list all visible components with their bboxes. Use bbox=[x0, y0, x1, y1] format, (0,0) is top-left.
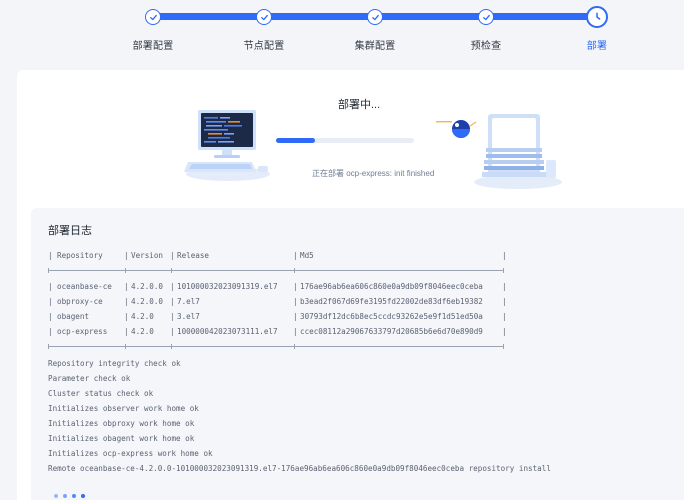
step-label: 集群配置 bbox=[354, 41, 396, 52]
step-label: 部署 bbox=[586, 41, 608, 52]
log-table-header-cell: Repository bbox=[57, 251, 103, 260]
log-line: Repository integrity check ok bbox=[48, 359, 181, 368]
check-icon bbox=[145, 9, 161, 25]
deploy-progress-fill bbox=[276, 138, 315, 143]
step-cluster-config[interactable]: 集群配置 bbox=[330, 0, 420, 52]
log-line: Initializes observer work home ok bbox=[48, 404, 199, 413]
check-icon bbox=[478, 9, 494, 25]
deploy-stepper: 部署配置 节点配置 集群配置 预检查 部署 bbox=[0, 0, 684, 62]
deploy-progress-bar bbox=[276, 138, 414, 143]
log-line: Remote oceanbase-ce-4.2.0.0-101000032023… bbox=[48, 464, 551, 473]
log-line: Initializes ocp-express work home ok bbox=[48, 449, 213, 458]
step-label: 节点配置 bbox=[243, 41, 285, 52]
loading-dots-icon bbox=[54, 485, 90, 500]
log-line: Initializes obagent work home ok bbox=[48, 434, 195, 443]
log-table-header-cell: Release bbox=[177, 251, 210, 260]
log-line: Cluster status check ok bbox=[48, 389, 154, 398]
log-table-rule bbox=[48, 344, 504, 349]
check-icon bbox=[367, 9, 383, 25]
deploy-status-title: 部署中... bbox=[338, 99, 381, 111]
computer-illustration bbox=[184, 110, 270, 181]
step-label: 部署配置 bbox=[132, 41, 174, 52]
step-label: 预检查 bbox=[470, 41, 502, 52]
deploy-log-title: 部署日志 bbox=[48, 225, 92, 237]
server-illustration bbox=[436, 114, 562, 189]
step-precheck[interactable]: 预检查 bbox=[441, 0, 531, 52]
log-line: Parameter check ok bbox=[48, 374, 131, 383]
check-icon bbox=[256, 9, 272, 25]
step-deploy[interactable]: 部署 bbox=[552, 0, 642, 52]
deploy-log-panel bbox=[31, 208, 684, 500]
log-table-header-cell: Md5 bbox=[300, 251, 314, 260]
log-table-rule bbox=[48, 268, 504, 273]
log-line: Initializes obproxy work home ok bbox=[48, 419, 195, 428]
step-deploy-config[interactable]: 部署配置 bbox=[108, 0, 198, 52]
deploy-progress-text: 正在部署 ocp-express: init finished bbox=[312, 169, 435, 178]
log-table-header-cell: Version bbox=[131, 251, 164, 260]
clock-icon bbox=[586, 6, 608, 28]
step-node-config[interactable]: 节点配置 bbox=[219, 0, 309, 52]
